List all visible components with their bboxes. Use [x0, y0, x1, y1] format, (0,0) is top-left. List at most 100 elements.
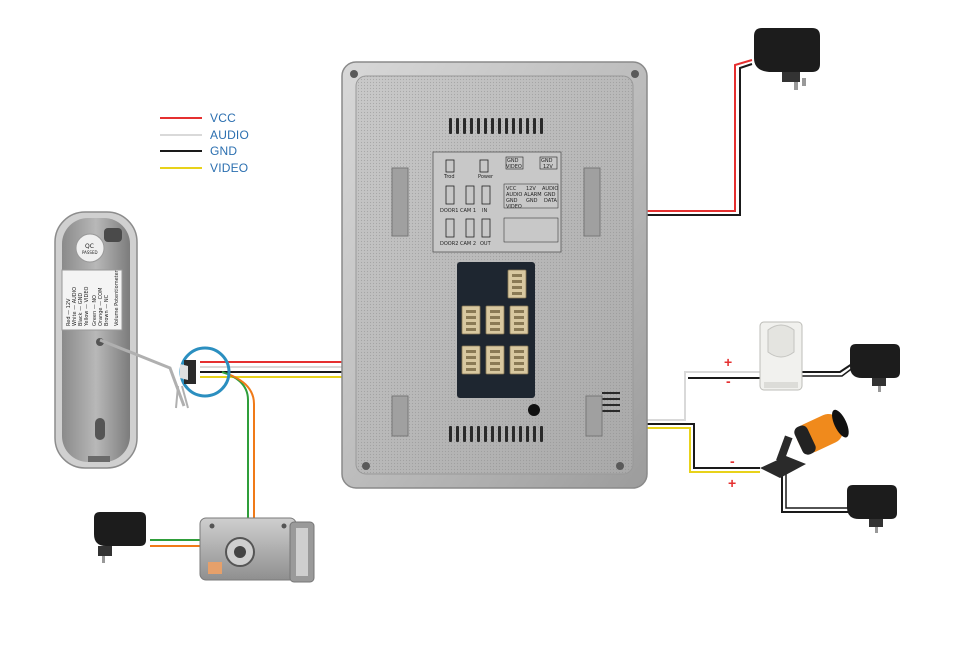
vent-slot [449, 426, 452, 442]
connector-port [461, 305, 481, 335]
legend-swatch-vcc [160, 117, 202, 120]
plate-connector-outline [465, 218, 475, 238]
label-vcc: VCC [506, 186, 517, 192]
legend-item-gnd: GND [160, 143, 300, 160]
connector-port [509, 345, 529, 375]
vent-slot [512, 118, 515, 134]
camera-minus-label: - [730, 453, 735, 469]
vent-slot [498, 426, 501, 442]
vent-slots-top [449, 118, 543, 134]
label-gnd: GND [506, 198, 518, 204]
label-in: IN [482, 208, 487, 214]
screw-icon [362, 462, 370, 470]
screw-icon [616, 462, 624, 470]
vent-slot [498, 118, 501, 134]
doorbell-top-slot [104, 228, 122, 242]
legend-item-video: VIDEO [160, 160, 300, 177]
vent-slots-side [602, 392, 620, 412]
label-door1: DOOR1 [440, 208, 458, 214]
wire-color-legend: VCC AUDIO GND VIDEO [160, 110, 300, 176]
label-gnd-b: GND [526, 198, 538, 204]
wiring-sticker-text: Red — 12V White — AUDIO Black — GND Yell… [66, 269, 120, 327]
vent-slot [491, 118, 494, 134]
vent-slot [470, 118, 473, 134]
vent-slot [526, 118, 529, 134]
electric-lock [199, 517, 315, 583]
mount-bracket [585, 395, 603, 437]
vent-slot [505, 118, 508, 134]
splice-connector-highlight [179, 346, 231, 398]
doorbell-cable-pigtail [99, 338, 186, 407]
legend-label-vcc: VCC [210, 111, 236, 126]
doorbell-base [88, 456, 110, 462]
label-cam1: CAM 1 [460, 208, 476, 214]
label-audio: AUDIO [506, 192, 522, 198]
vent-slot [540, 426, 543, 442]
vent-slot [526, 426, 529, 442]
vent-slot [505, 426, 508, 442]
power-adapter-icon [754, 28, 820, 90]
power-adapter-icon [850, 344, 900, 392]
mount-bracket [583, 167, 601, 237]
mic-hole [528, 404, 540, 416]
motion-sensor [759, 321, 803, 391]
vent-slot [519, 426, 522, 442]
power-adapter-icon [94, 512, 146, 563]
label-out: OUT [480, 241, 492, 247]
label-gnd-video-2: VIDEO [506, 164, 522, 170]
mount-bracket [391, 167, 409, 237]
label-audio-b: AUDIO [542, 186, 558, 192]
sensor-plus-label: + [724, 354, 732, 370]
connector-port [509, 305, 529, 335]
screw-icon [281, 523, 287, 529]
vent-slot [470, 426, 473, 442]
label-data: DATA [544, 198, 557, 204]
vent-slot [449, 118, 452, 134]
legend-swatch-video [160, 166, 202, 169]
legend-swatch-audio [160, 133, 202, 136]
plate-connector-outline [481, 185, 491, 205]
vent-slot [456, 426, 459, 442]
screw-icon [209, 523, 215, 529]
label-trod: Trod [443, 174, 455, 180]
vent-slot [519, 118, 522, 134]
label-gnd-video-1: GND [507, 158, 519, 164]
vent-slot [533, 426, 536, 442]
connector-ports [461, 269, 529, 375]
vent-slot [484, 426, 487, 442]
mount-bracket [391, 395, 409, 437]
plate-connector-outline [445, 218, 455, 238]
sticker-line-white: White — AUDIO [72, 287, 78, 326]
connector-port [485, 305, 505, 335]
sticker-line-orange: Orange — COM [98, 288, 104, 326]
legend-label-gnd: GND [210, 144, 238, 159]
screw-icon [350, 70, 358, 78]
connector-port [485, 345, 505, 375]
qc-passed-label: PASSED [82, 250, 98, 255]
qc-sticker [75, 233, 105, 263]
qc-label: QC [85, 243, 94, 250]
doorbell-slot [95, 418, 105, 440]
label-power: Power [478, 174, 494, 180]
sticker-line-yellow: Yellow — VIDEO [84, 287, 90, 327]
camera-power-cable [781, 470, 850, 513]
vent-slot [463, 426, 466, 442]
vent-slot [463, 118, 466, 134]
vent-slot [491, 426, 494, 442]
power-adapter-icon [847, 485, 897, 533]
vent-slot [477, 118, 480, 134]
vent-slots-bottom [449, 426, 543, 442]
plate-connector-outline [481, 218, 491, 238]
sticker-line-red: Red — 12V [66, 298, 72, 326]
legend-label-audio: AUDIO [210, 127, 250, 142]
sticker-line-black: Black — GND [78, 293, 84, 326]
vent-slot [533, 118, 536, 134]
label-gnd-c: GND [544, 192, 556, 198]
vent-slot [540, 118, 543, 134]
connector-port [461, 345, 481, 375]
sticker-pot: Volume Potentiometer [114, 269, 120, 326]
label-door2: DOOR2 [440, 241, 458, 247]
legend-item-audio: AUDIO [160, 127, 300, 144]
label-plate-text: Trod Power GND VIDEO GND 12V DOOR1 CAM 1… [440, 156, 558, 247]
label-gnd-12v-1: GND [541, 158, 553, 164]
